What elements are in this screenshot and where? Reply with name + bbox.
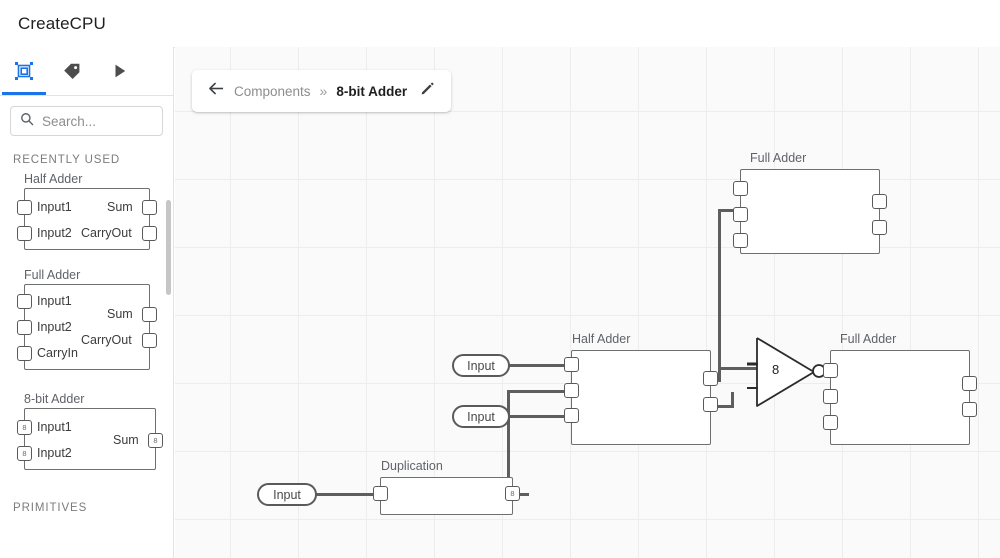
io-node-input-a[interactable]: Input bbox=[452, 354, 510, 377]
io-node-label: Input bbox=[467, 358, 495, 373]
breadcrumb-parent[interactable]: Components bbox=[234, 83, 311, 99]
tag-icon bbox=[62, 61, 82, 81]
wire-segment bbox=[718, 210, 721, 382]
pin-carryout[interactable] bbox=[872, 220, 887, 235]
play-icon bbox=[111, 62, 129, 80]
pin-label: Input1 bbox=[37, 420, 72, 434]
wire-segment bbox=[507, 390, 571, 393]
schematic-canvas[interactable]: Components » 8-bit Adder bbox=[175, 47, 1000, 558]
pin-out[interactable]: 8 bbox=[505, 486, 520, 501]
wire-segment bbox=[504, 415, 571, 418]
pin-carryout[interactable] bbox=[142, 226, 157, 241]
pin-label: Input2 bbox=[37, 446, 72, 460]
pin-input1[interactable] bbox=[823, 363, 838, 378]
pin-sum[interactable] bbox=[142, 307, 157, 322]
pencil-icon[interactable] bbox=[420, 81, 435, 101]
pin-sum[interactable] bbox=[872, 194, 887, 209]
io-node-label: Input bbox=[467, 409, 495, 424]
pin-input2[interactable] bbox=[17, 320, 32, 335]
section-recently-used: RECENTLY USED bbox=[13, 154, 121, 166]
pin-input1[interactable]: 8 bbox=[17, 420, 32, 435]
pin-label: Sum bbox=[113, 433, 139, 447]
sidebar-tab-bar bbox=[0, 47, 173, 96]
app-title: CreateCPU bbox=[18, 13, 106, 33]
sidebar-scrollbar[interactable] bbox=[166, 200, 171, 295]
pin-sum[interactable] bbox=[962, 376, 977, 391]
io-node-input-b[interactable]: Input bbox=[452, 405, 510, 428]
pin-input2[interactable]: 8 bbox=[17, 446, 32, 461]
block-title: Half Adder bbox=[572, 332, 631, 346]
io-node-label: Input bbox=[273, 487, 301, 502]
palette-item-title: 8-bit Adder bbox=[24, 392, 85, 406]
sidebar: Search... RECENTLY USED Half Adder Input… bbox=[0, 47, 174, 558]
palette-item-half-adder[interactable]: Half Adder Input1 Input2 Sum CarryOut bbox=[0, 172, 173, 254]
wire-segment bbox=[504, 364, 571, 367]
chip-icon bbox=[14, 61, 34, 81]
wire-segment bbox=[731, 392, 734, 408]
pin-input1[interactable] bbox=[564, 357, 579, 372]
pin-label: Input2 bbox=[37, 226, 72, 240]
pin-label: CarryOut bbox=[81, 226, 132, 240]
title-bar: CreateCPU bbox=[0, 0, 1000, 48]
pin-input2[interactable] bbox=[564, 383, 579, 398]
pin-input2[interactable] bbox=[17, 226, 32, 241]
pin-label: CarryIn bbox=[37, 346, 78, 360]
pin-input2[interactable] bbox=[733, 207, 748, 222]
palette-item-title: Half Adder bbox=[24, 172, 83, 186]
pin-input2[interactable] bbox=[823, 389, 838, 404]
search-placeholder: Search... bbox=[42, 113, 97, 129]
pin-label: Input1 bbox=[37, 200, 72, 214]
pin-label: Input2 bbox=[37, 320, 72, 334]
pin-sum[interactable] bbox=[142, 200, 157, 215]
buffer-label: 8 bbox=[772, 362, 780, 377]
pin-carryout[interactable] bbox=[962, 402, 977, 417]
tab-components[interactable] bbox=[0, 48, 48, 95]
pin-label: Input1 bbox=[37, 294, 72, 308]
palette-item-title: Full Adder bbox=[24, 268, 81, 282]
block-title: Full Adder bbox=[750, 151, 807, 165]
pin-sum[interactable] bbox=[703, 371, 718, 386]
pin-input1[interactable] bbox=[733, 181, 748, 196]
breadcrumb-separator: » bbox=[319, 83, 328, 99]
pin-carryin[interactable] bbox=[564, 408, 579, 423]
wire-segment bbox=[507, 391, 510, 496]
wire-segment bbox=[313, 493, 379, 496]
breadcrumb: Components » 8-bit Adder bbox=[192, 70, 452, 112]
block-title: Duplication bbox=[381, 459, 443, 473]
tab-run[interactable] bbox=[96, 48, 144, 95]
breadcrumb-current: 8-bit Adder bbox=[336, 83, 408, 99]
palette-item-8bit-adder[interactable]: 8-bit Adder 8 Input1 8 Input2 8 Sum bbox=[0, 392, 173, 478]
search-icon bbox=[20, 112, 34, 131]
pin-carryin[interactable] bbox=[17, 346, 32, 361]
section-primitives: PRIMITIVES bbox=[13, 502, 88, 514]
pin-label: Sum bbox=[107, 307, 133, 321]
pin-sum[interactable]: 8 bbox=[148, 433, 163, 448]
pin-carryin[interactable] bbox=[823, 415, 838, 430]
back-button[interactable] bbox=[208, 81, 225, 101]
search-area: Search... bbox=[0, 96, 173, 142]
pin-input1[interactable] bbox=[17, 200, 32, 215]
wire-segment bbox=[718, 367, 758, 370]
pin-input1[interactable] bbox=[17, 294, 32, 309]
pin-carryin[interactable] bbox=[733, 233, 748, 248]
pin-carryout[interactable] bbox=[142, 333, 157, 348]
pin-input[interactable] bbox=[373, 486, 388, 501]
bus-buffer[interactable]: 8 bbox=[745, 336, 826, 408]
pin-carryout[interactable] bbox=[703, 397, 718, 412]
block-title: Full Adder bbox=[840, 332, 897, 346]
pin-label: Sum bbox=[107, 200, 133, 214]
tab-tags[interactable] bbox=[48, 48, 96, 95]
search-input[interactable]: Search... bbox=[10, 106, 163, 136]
pin-label: CarryOut bbox=[81, 333, 132, 347]
io-node-input-c[interactable]: Input bbox=[257, 483, 317, 506]
palette-item-full-adder[interactable]: Full Adder Input1 Input2 CarryIn Sum Car… bbox=[0, 268, 173, 378]
